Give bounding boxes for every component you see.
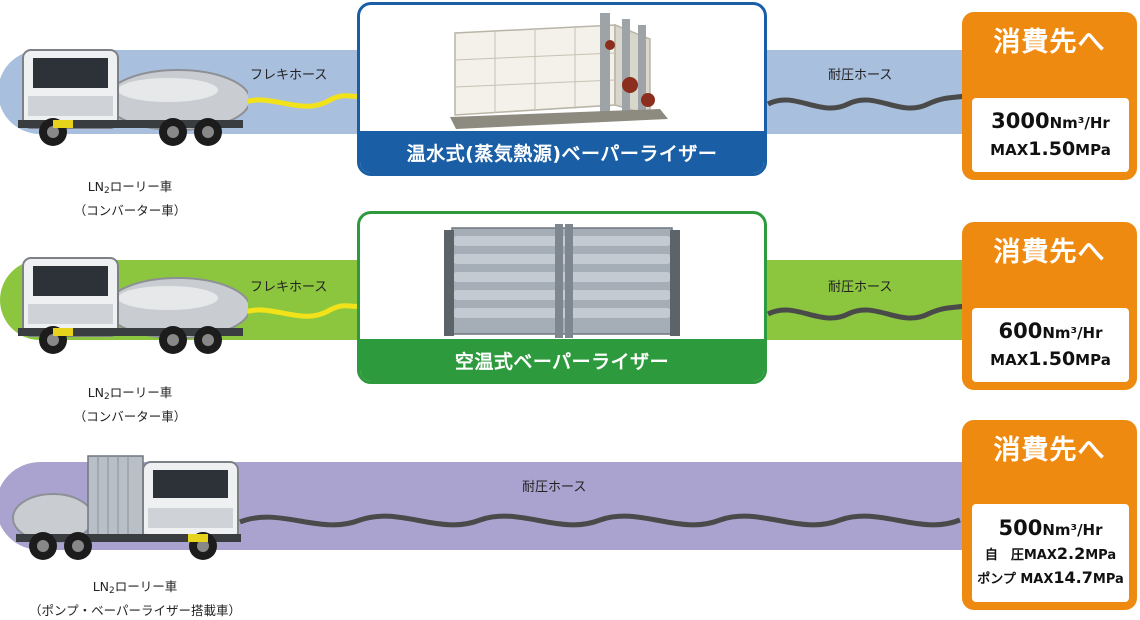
truck-caption-3: LN2ローリー車 （ポンプ・ベーパーライザー搭載車） bbox=[0, 577, 270, 620]
ambient-air-vaporizer-title: 空温式ベーパーライザー bbox=[360, 339, 764, 381]
hot-water-vaporizer-image bbox=[450, 13, 668, 129]
truck-caption-1: LN2ローリー車 （コンバーター車） bbox=[0, 177, 260, 220]
row-3-background bbox=[0, 462, 990, 550]
pressure-hose-label-1: 耐圧ホース bbox=[828, 68, 893, 83]
flow-rate-3: 500Nm³/Hr bbox=[998, 516, 1103, 540]
truck-caption-3-line1: LN2ローリー車 bbox=[92, 579, 178, 596]
converter-truck-1 bbox=[8, 38, 251, 148]
ambient-air-vaporizer-box: 空温式ベーパーライザー bbox=[357, 211, 767, 384]
destination-spec-1: 3000Nm³/Hr MAX1.50MPa bbox=[972, 98, 1129, 172]
truck-caption-2-line2: （コンバーター車） bbox=[73, 409, 187, 424]
destination-title-1: 消費先へ bbox=[993, 27, 1106, 58]
truck-caption-2-line1: LN2ローリー車 bbox=[87, 385, 173, 402]
destination-spec-3: 500Nm³/Hr 自 圧MAX2.2MPa ポンプ MAX14.7MPa bbox=[972, 504, 1129, 602]
ambient-air-vaporizer-image bbox=[444, 224, 680, 338]
truck-caption-2: LN2ローリー車 （コンバーター車） bbox=[0, 383, 260, 426]
pressure-hose-2 bbox=[766, 303, 966, 321]
flex-hose-2 bbox=[238, 303, 361, 319]
destination-spec-2: 600Nm³/Hr MAX1.50MPa bbox=[972, 308, 1129, 382]
flow-rate-1: 3000Nm³/Hr bbox=[991, 108, 1110, 133]
pressure-hose-3 bbox=[239, 513, 961, 528]
row-3-band bbox=[0, 462, 990, 550]
pressure-2: MAX1.50MPa bbox=[990, 347, 1111, 370]
pump-vaporizer-truck bbox=[8, 448, 258, 564]
hot-water-vaporizer-title: 温水式(蒸気熱源)ベーパーライザー bbox=[360, 131, 764, 173]
destination-box-3: 消費先へ 500Nm³/Hr 自 圧MAX2.2MPa ポンプ MAX14.7M… bbox=[962, 420, 1137, 610]
flex-hose-1 bbox=[238, 93, 361, 109]
pressure-hose-label-2: 耐圧ホース bbox=[828, 280, 893, 295]
pressure-hose-1 bbox=[766, 93, 966, 111]
truck-caption-1-line2: （コンバーター車） bbox=[73, 203, 187, 218]
pressure-pump-3: ポンプ MAX14.7MPa bbox=[977, 568, 1124, 587]
destination-box-1: 消費先へ 3000Nm³/Hr MAX1.50MPa bbox=[962, 12, 1137, 180]
converter-truck-2 bbox=[8, 246, 251, 356]
destination-box-2: 消費先へ 600Nm³/Hr MAX1.50MPa bbox=[962, 222, 1137, 390]
flow-row-3 bbox=[0, 410, 1140, 610]
flex-hose-label-1: フレキホース bbox=[250, 68, 328, 83]
flow-rate-2: 600Nm³/Hr bbox=[998, 318, 1103, 343]
truck-caption-3-line2: （ポンプ・ベーパーライザー搭載車） bbox=[28, 603, 241, 618]
truck-caption-1-line1: LN2ローリー車 bbox=[87, 179, 173, 196]
destination-title-2: 消費先へ bbox=[993, 237, 1106, 268]
destination-title-3: 消費先へ bbox=[993, 435, 1106, 466]
pressure-hose-label-3: 耐圧ホース bbox=[522, 480, 587, 495]
pressure-self-3: 自 圧MAX2.2MPa bbox=[984, 544, 1117, 563]
flex-hose-label-2: フレキホース bbox=[250, 280, 328, 295]
pressure-1: MAX1.50MPa bbox=[990, 137, 1111, 160]
hot-water-vaporizer-box: 温水式(蒸気熱源)ベーパーライザー bbox=[357, 2, 767, 176]
